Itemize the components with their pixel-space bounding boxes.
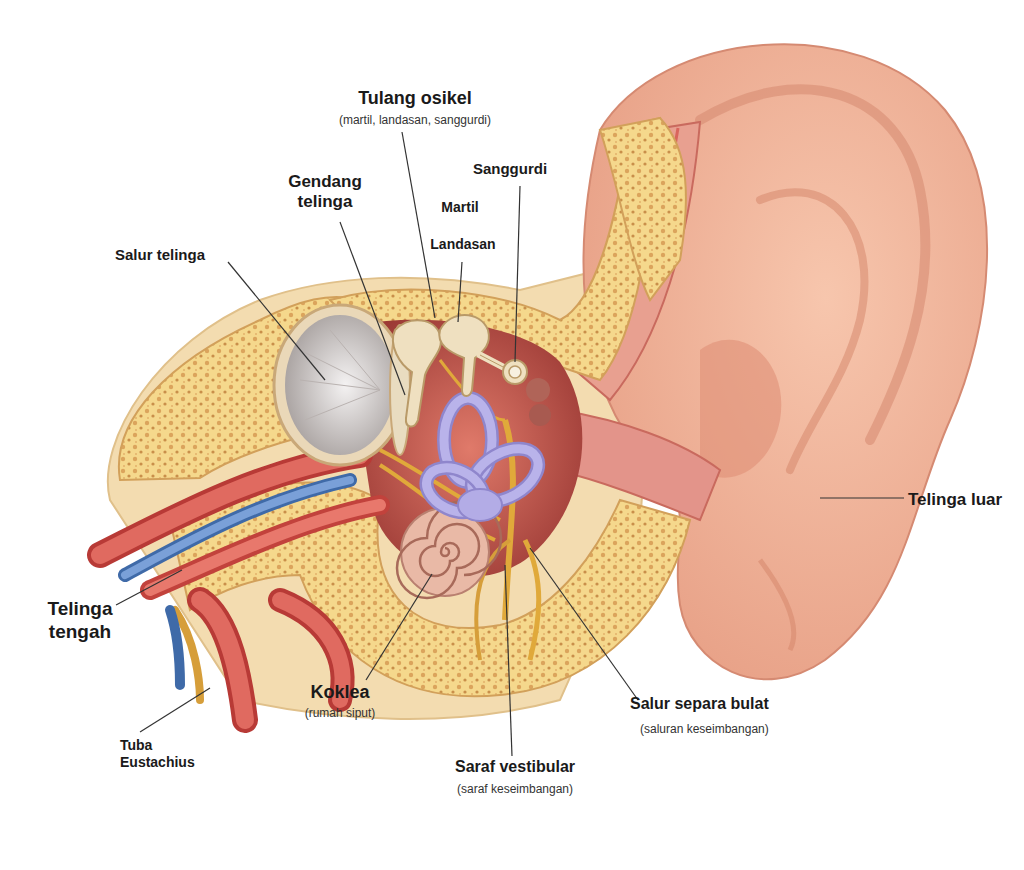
part-sublabel: (saluran keseimbangan) xyxy=(640,722,840,736)
part-label: Saraf vestibular xyxy=(430,757,600,776)
part-label: Salur separa bulat xyxy=(630,694,830,713)
part-label: Telinga tengah xyxy=(20,598,140,644)
part-sublabel: (saraf keseimbangan) xyxy=(435,782,595,796)
part-sublabel: (martil, landasan, sanggurdi) xyxy=(300,113,530,127)
part-label: Tuba Eustachius xyxy=(120,737,220,771)
part-sublabel: (rumah siput) xyxy=(285,706,395,720)
part-label: Salur telinga xyxy=(115,246,235,264)
part-label: Tulang osikel xyxy=(315,88,515,110)
part-label: Koklea xyxy=(290,682,390,704)
part-label: Sanggurdi xyxy=(465,160,555,178)
part-label: Gendang telinga xyxy=(270,172,380,213)
part-label: Landasan xyxy=(418,236,508,253)
part-label: Martil xyxy=(425,199,495,216)
part-label: Telinga luar xyxy=(908,490,1008,510)
